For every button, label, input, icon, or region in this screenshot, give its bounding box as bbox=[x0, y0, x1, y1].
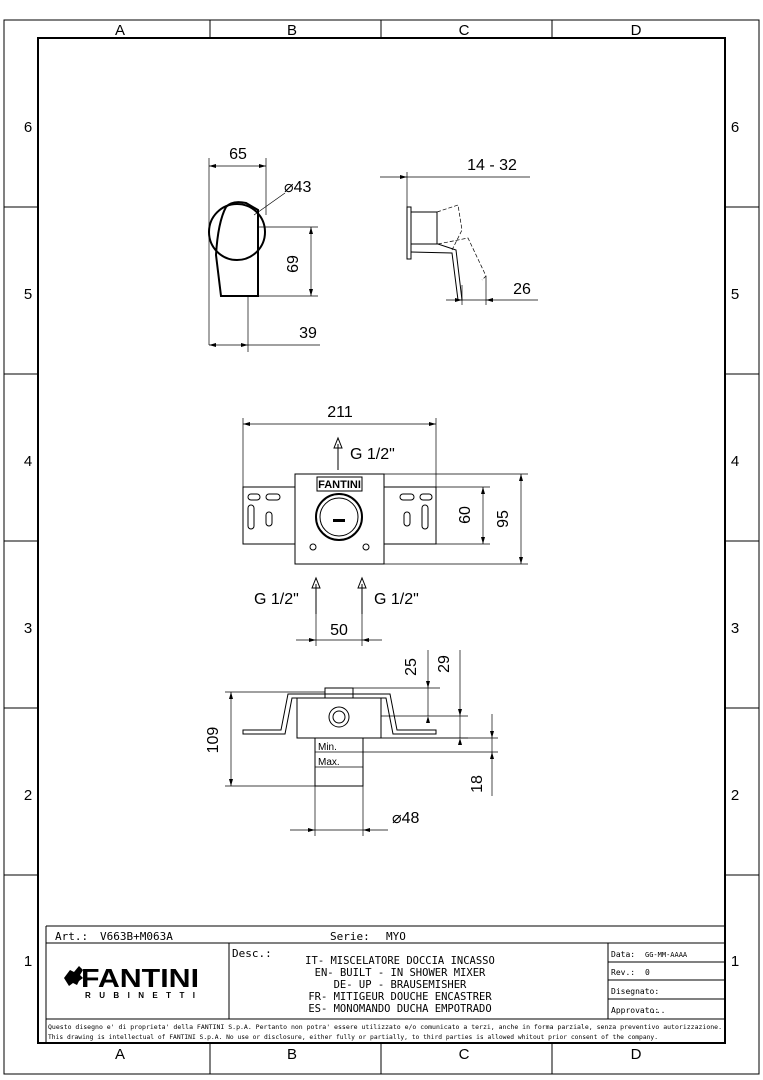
desc-label: Desc.: bbox=[232, 947, 272, 960]
row-label-3: 3 bbox=[24, 620, 32, 637]
col-label-d-bottom: D bbox=[631, 1046, 642, 1063]
serie-label: Serie: bbox=[330, 930, 370, 943]
row-label-6: 6 bbox=[24, 119, 32, 136]
desc-line-it: IT- MISCELATORE DOCCIA INCASSO bbox=[305, 955, 495, 967]
desc-line-fr: FR- MITIGEUR DOUCHE ENCASTRER bbox=[308, 991, 492, 1003]
desc-line-de: DE- UP - BRAUSEMISHER bbox=[334, 979, 467, 991]
notice-english: This drawing is intellectual of FANTINI … bbox=[48, 1033, 658, 1041]
dim-front-depth: 39 bbox=[299, 325, 317, 342]
row-label-5-right: 5 bbox=[731, 286, 739, 303]
label-inlet-top: G 1/2" bbox=[350, 446, 395, 463]
sleeve bbox=[314, 737, 364, 787]
col-label-c: C bbox=[459, 22, 470, 39]
col-label-a: A bbox=[115, 22, 125, 39]
data-label: Data: bbox=[611, 950, 635, 959]
col-label-a-bottom: A bbox=[115, 1046, 125, 1063]
cartridge-ring bbox=[315, 493, 363, 541]
dim-front-height: 69 bbox=[285, 255, 302, 273]
approvato-label: Approvato: bbox=[611, 1006, 659, 1015]
lever-outline bbox=[214, 201, 259, 297]
section-body bbox=[296, 697, 382, 739]
row-label-6-right: 6 bbox=[731, 119, 739, 136]
box-view: 211 G 1/2" FANTINI 60 95 bbox=[242, 404, 528, 646]
approvato-value: ... bbox=[651, 1006, 665, 1015]
notice-italian: Questo disegno e' di proprieta' della FA… bbox=[48, 1023, 722, 1031]
brand-mark: FANTINI bbox=[318, 479, 361, 491]
label-min: Min. bbox=[318, 742, 337, 753]
col-label-d: D bbox=[631, 22, 642, 39]
dim-section-18: 18 bbox=[469, 775, 486, 793]
data-value: GG-MM-AAAA bbox=[645, 951, 688, 959]
front-view: 65 ⌀43 69 39 bbox=[208, 146, 320, 352]
dim-side-offset: 26 bbox=[513, 281, 531, 298]
dim-box-inner-height: 60 bbox=[457, 506, 474, 524]
dim-box-outer-height: 95 bbox=[495, 510, 512, 528]
row-label-2-right: 2 bbox=[731, 787, 739, 804]
rev-label: Rev.: bbox=[611, 968, 635, 977]
disegnato-label: Disegnato: bbox=[611, 987, 659, 996]
serie-value: MYO bbox=[386, 930, 406, 943]
dim-section-29: 29 bbox=[436, 655, 453, 673]
section-view: Min. Max. 109 25 29 18 ⌀48 bbox=[205, 650, 498, 836]
mounting-plate bbox=[242, 693, 437, 735]
art-value: V663B+M063A bbox=[100, 930, 173, 943]
dim-section-25: 25 bbox=[403, 658, 420, 676]
row-label-4: 4 bbox=[24, 453, 32, 470]
row-label-1-right: 1 bbox=[731, 953, 739, 970]
side-view: 14 - 32 26 bbox=[380, 157, 538, 305]
dim-box-width: 211 bbox=[327, 404, 353, 421]
dim-side-range: 14 - 32 bbox=[467, 157, 517, 174]
dim-section-height: 109 bbox=[205, 727, 222, 754]
dim-front-diameter: ⌀43 bbox=[284, 179, 312, 196]
prancing-horse-icon bbox=[64, 966, 83, 986]
rev-value: 0 bbox=[645, 968, 650, 977]
drawing-frame: A B C D A B C D 6 5 4 3 2 1 6 5 4 3 2 1 bbox=[3, 19, 760, 1075]
row-label-3-right: 3 bbox=[731, 620, 739, 637]
title-block: Art.: V663B+M063A Serie: MYO Desc.: IT- … bbox=[45, 925, 725, 1043]
row-label-4-right: 4 bbox=[731, 453, 739, 470]
cover-plate-outline bbox=[208, 203, 266, 261]
col-label-c-bottom: C bbox=[459, 1046, 470, 1063]
mixer-body bbox=[294, 473, 385, 565]
desc-line-en: EN- BUILT - IN SHOWER MIXER bbox=[315, 967, 486, 979]
label-max: Max. bbox=[318, 757, 340, 768]
left-bracket bbox=[242, 486, 296, 545]
desc-line-es: ES- MONOMANDO DUCHA EMPOTRADO bbox=[308, 1003, 491, 1015]
col-label-b-bottom: B bbox=[287, 1046, 297, 1063]
art-label: Art.: bbox=[55, 930, 88, 943]
logo-fantini: FANTINI bbox=[81, 963, 199, 993]
logo-rubinetti: RUBINETTI bbox=[85, 991, 195, 1000]
dim-section-diameter: ⌀48 bbox=[392, 810, 420, 827]
dim-box-inlet-spacing: 50 bbox=[330, 622, 348, 639]
col-label-b: B bbox=[287, 22, 297, 39]
label-inlet-right: G 1/2" bbox=[374, 591, 419, 608]
row-label-2: 2 bbox=[24, 787, 32, 804]
row-label-5: 5 bbox=[24, 286, 32, 303]
label-inlet-left: G 1/2" bbox=[254, 591, 299, 608]
dim-front-width: 65 bbox=[229, 146, 247, 163]
row-label-1: 1 bbox=[24, 953, 32, 970]
